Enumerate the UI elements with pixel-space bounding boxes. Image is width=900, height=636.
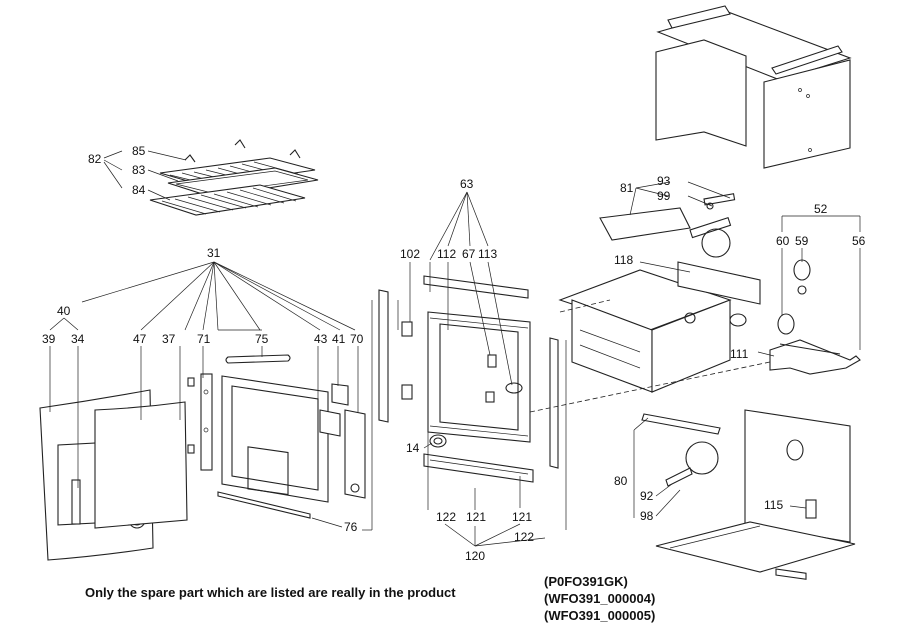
callout-99: 99 bbox=[657, 189, 671, 203]
leader-lines bbox=[49, 150, 861, 547]
callout-40: 40 bbox=[57, 304, 71, 318]
front-side-bar-left bbox=[378, 289, 389, 423]
callout-98: 98 bbox=[640, 509, 654, 523]
callout-71: 71 bbox=[197, 332, 211, 346]
callout-92: 92 bbox=[640, 489, 654, 503]
outer-housing-top bbox=[655, 5, 852, 169]
callout-113: 113 bbox=[478, 247, 497, 261]
callout-70: 70 bbox=[350, 332, 364, 346]
callout-120: 120 bbox=[465, 549, 485, 563]
callout-111: 111 bbox=[730, 347, 749, 361]
callout-122-left: 122 bbox=[436, 510, 456, 524]
model-code-3: (WFO391_000005) bbox=[544, 608, 655, 623]
hinges bbox=[397, 300, 413, 400]
callout-37: 37 bbox=[162, 332, 176, 346]
spare-part-note: Only the spare part which are listed are… bbox=[85, 585, 456, 600]
door-frame bbox=[221, 375, 341, 503]
outer-housing-bottom bbox=[655, 409, 856, 580]
front-top-strip bbox=[423, 275, 529, 299]
door-side-panel bbox=[344, 409, 366, 499]
callout-81: 81 bbox=[620, 181, 634, 195]
callout-34: 34 bbox=[71, 332, 85, 346]
oven-rack-lower bbox=[149, 184, 306, 216]
callout-60: 60 bbox=[776, 234, 790, 248]
callout-63: 63 bbox=[460, 177, 474, 191]
callout-31: 31 bbox=[207, 246, 221, 260]
callout-52: 52 bbox=[814, 202, 828, 216]
burner-rail-80 bbox=[641, 413, 721, 487]
callout-76: 76 bbox=[344, 520, 358, 534]
thermostat-valve bbox=[769, 259, 861, 375]
callout-83: 83 bbox=[132, 163, 146, 177]
callout-121-left: 121 bbox=[466, 510, 486, 524]
callout-122-right: 122 bbox=[514, 530, 534, 544]
door-inner-glass bbox=[94, 401, 188, 529]
callout-14: 14 bbox=[406, 441, 420, 455]
knob bbox=[429, 434, 447, 448]
callout-102: 102 bbox=[400, 247, 420, 261]
callout-75: 75 bbox=[255, 332, 269, 346]
callout-112: 112 bbox=[437, 247, 456, 261]
front-bottom-strip bbox=[423, 453, 534, 483]
oven-tray bbox=[167, 167, 319, 198]
callout-39: 39 bbox=[42, 332, 56, 346]
model-code-2: (WFO391_000004) bbox=[544, 591, 655, 606]
burner-assembly bbox=[599, 193, 736, 258]
heat-shield-118 bbox=[677, 261, 761, 305]
callout-115: 115 bbox=[764, 498, 783, 512]
callout-82: 82 bbox=[88, 152, 102, 166]
callout-80: 80 bbox=[614, 474, 628, 488]
callout-43: 43 bbox=[314, 332, 328, 346]
door-hinge-parts bbox=[187, 373, 213, 471]
callout-59: 59 bbox=[795, 234, 809, 248]
callout-93: 93 bbox=[657, 174, 671, 188]
callout-41: 41 bbox=[332, 332, 346, 346]
callout-47: 47 bbox=[133, 332, 147, 346]
callout-84: 84 bbox=[132, 183, 146, 197]
oven-cavity bbox=[558, 269, 755, 393]
callout-118: 118 bbox=[614, 253, 633, 267]
door-small-panel bbox=[331, 383, 349, 406]
callout-67: 67 bbox=[462, 247, 476, 261]
front-side-bar-right bbox=[549, 337, 559, 469]
door-lower-trim bbox=[217, 491, 311, 519]
callout-56: 56 bbox=[852, 234, 866, 248]
callout-85: 85 bbox=[132, 144, 146, 158]
front-frame bbox=[427, 311, 531, 443]
model-code-1: (P0FO391GK) bbox=[544, 574, 628, 589]
door-handle-bar bbox=[225, 354, 291, 364]
callout-121-right: 121 bbox=[512, 510, 532, 524]
callout-labels: 82 85 83 84 31 40 39 34 47 37 71 75 43 4… bbox=[42, 144, 866, 563]
